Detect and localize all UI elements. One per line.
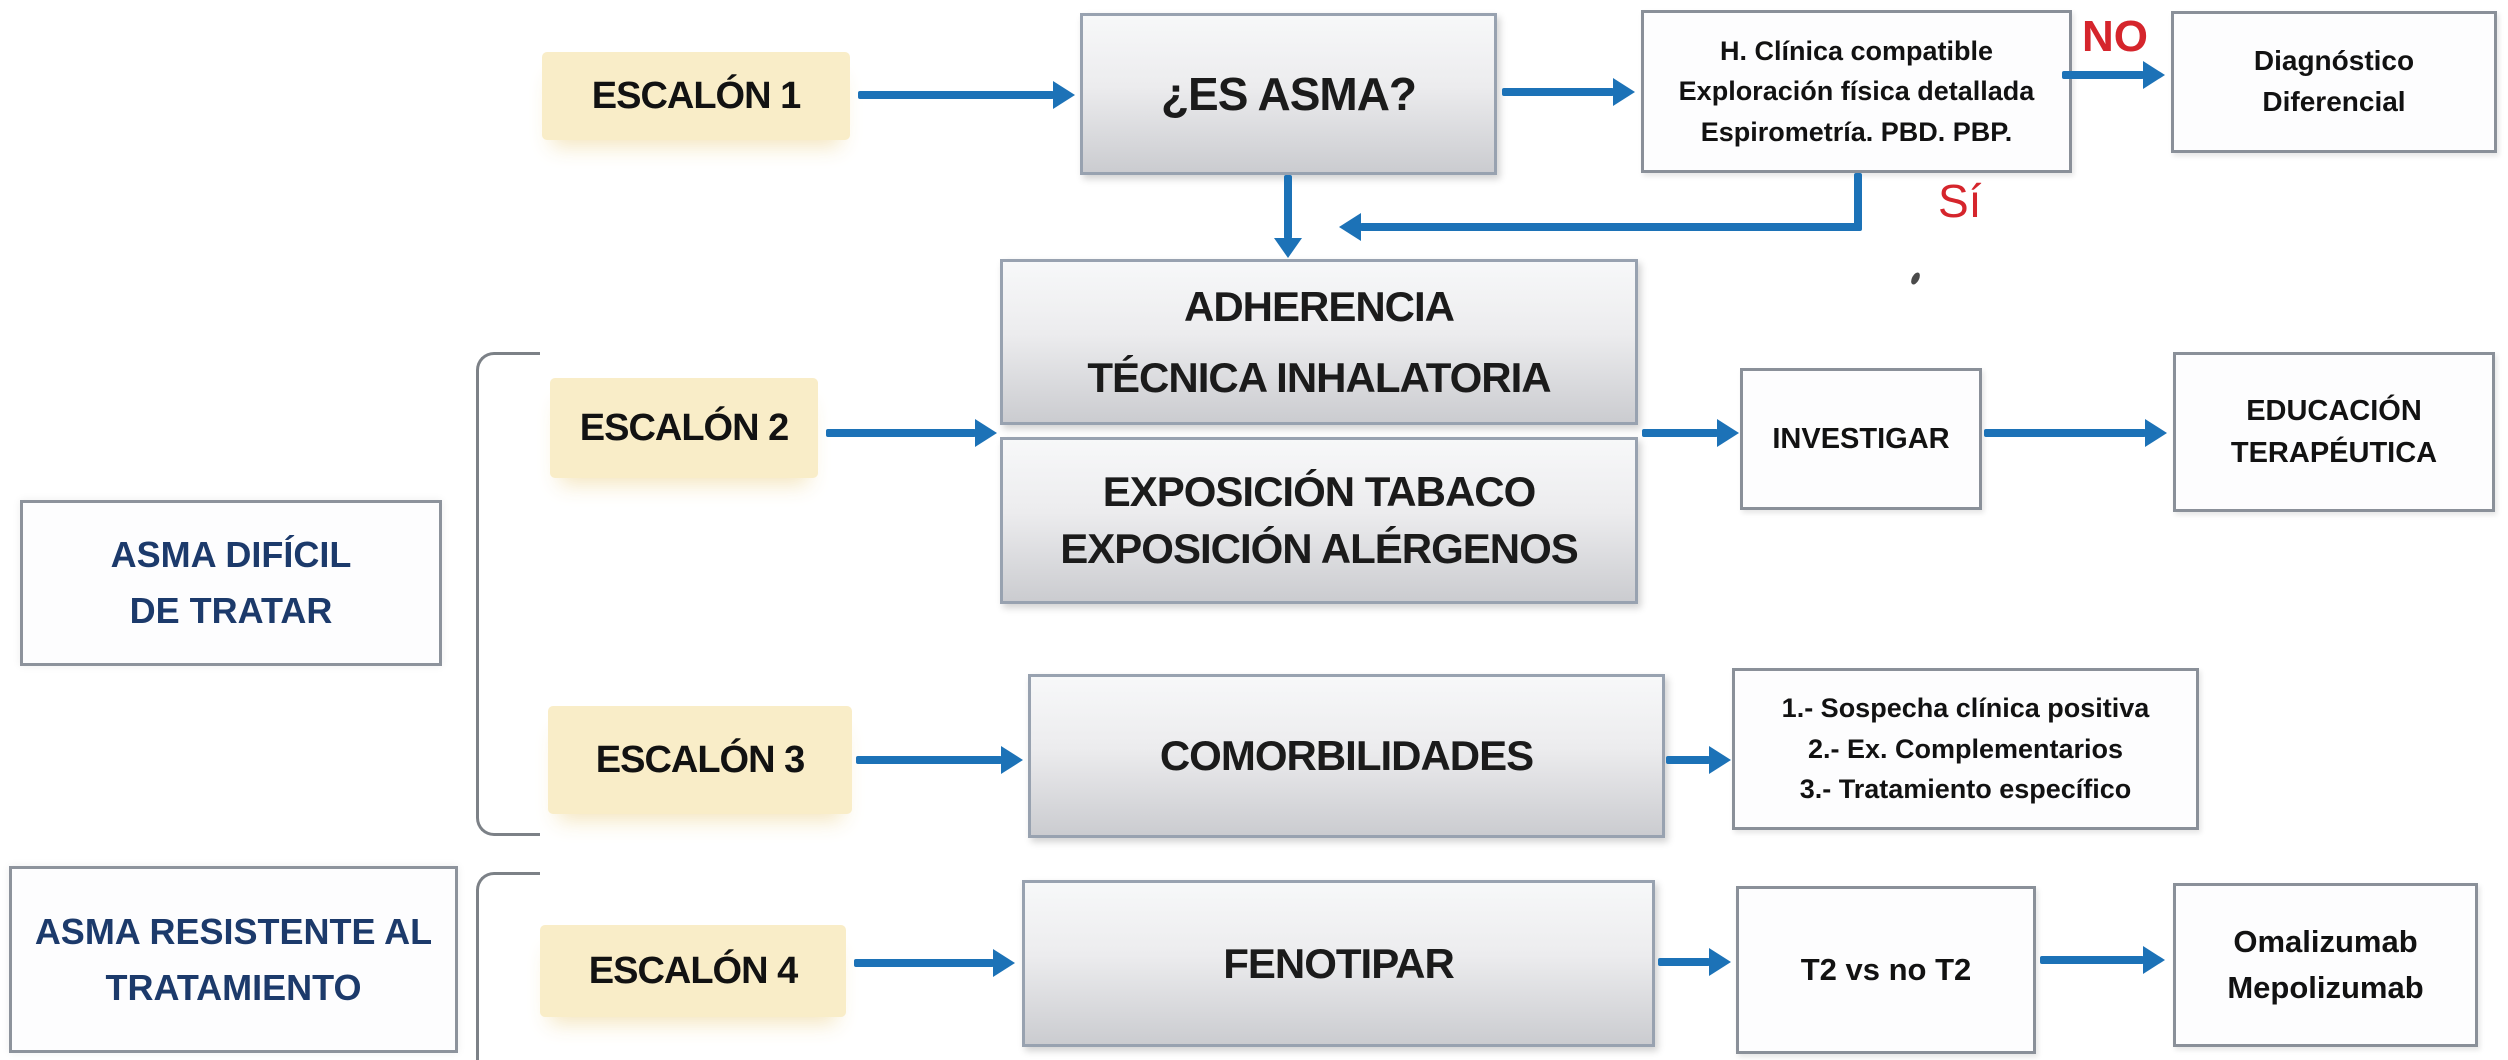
- step-label-escalon-1: ESCALÓN 1: [542, 52, 850, 140]
- arrow-escalon2-to-checks-icon: [826, 429, 976, 437]
- educacion-line-1: EDUCACIÓN: [2246, 394, 2422, 427]
- action-box-investigar: INVESTIGAR: [1740, 368, 1982, 510]
- step-label-escalon-1-text: ESCALÓN 1: [591, 74, 801, 117]
- educacion-line-2: TERAPÉUTICA: [2230, 437, 2438, 469]
- category-resistente-line-1: ASMA RESISTENTE AL: [34, 910, 433, 952]
- arrow-escalon1-to-question-icon: [858, 91, 1054, 99]
- arrow-escalon3-to-comorbilidades-icon: [856, 756, 1002, 764]
- step-label-escalon-3: ESCALÓN 3: [548, 706, 852, 814]
- adherencia-line-1: ADHERENCIA: [1183, 282, 1455, 330]
- decision-box-es-asma-text: ¿ES ASMA?: [1160, 68, 1417, 120]
- step-label-escalon-4: ESCALÓN 4: [540, 925, 846, 1017]
- arrow-fenotipar-to-t2-icon: [1658, 958, 1710, 966]
- biologics-line-1: Omalizumab: [2233, 923, 2418, 959]
- ink-speck: [1909, 271, 1922, 286]
- t2-text: T2 vs no T2: [1800, 951, 1972, 987]
- plan-line-2: 2.- Ex. Complementarios: [1807, 733, 2124, 764]
- plan-line-3: 3.- Tratamiento específico: [1799, 774, 2132, 805]
- category-resistente-line-2: TRATAMIENTO: [105, 966, 362, 1008]
- no-branch-label: NO: [2082, 12, 2148, 61]
- arrow-checks-to-investigar-icon: [1642, 429, 1718, 437]
- category-box-asma-dificil: ASMA DIFÍCIL DE TRATAR: [20, 500, 442, 666]
- category-box-asma-resistente: ASMA RESISTENTE AL TRATAMIENTO: [9, 866, 458, 1053]
- arrow-t2-to-biologics-icon: [2040, 956, 2144, 964]
- arrow-question-to-adherence-icon: [1284, 175, 1292, 239]
- comorbilidades-text: COMORBILIDADES: [1159, 732, 1534, 779]
- outcome-box-biologics: Omalizumab Mepolizumab: [2173, 883, 2478, 1047]
- step-label-escalon-4-text: ESCALÓN 4: [588, 949, 798, 992]
- criteria-line-3: Espirometría. PBD. PBP.: [1700, 116, 2013, 147]
- differential-line-1: Diagnóstico: [2253, 45, 2415, 77]
- exposicion-line-2: EXPOSICIÓN ALÉRGENOS: [1060, 524, 1579, 572]
- arrow-comorbilidades-to-plan-icon: [1666, 756, 1710, 764]
- arrow-escalon4-to-fenotipar-icon: [854, 959, 994, 967]
- exposicion-line-1: EXPOSICIÓN TABACO: [1102, 467, 1537, 515]
- differential-line-2: Diferencial: [2262, 86, 2406, 117]
- yes-branch-label: Sí: [1938, 175, 1982, 227]
- check-box-comorbilidades: COMORBILIDADES: [1028, 674, 1665, 838]
- biologics-line-2: Mepolizumab: [2227, 970, 2424, 1005]
- arrow-investigar-to-educacion-icon: [1984, 429, 2146, 437]
- step-label-escalon-3-text: ESCALÓN 3: [595, 738, 805, 781]
- adherencia-line-2: TÉCNICA INHALATORIA: [1087, 354, 1551, 401]
- arrow-no-to-differential-icon: [2062, 71, 2144, 79]
- decision-box-es-asma: ¿ES ASMA?: [1080, 13, 1497, 175]
- step-label-escalon-2: ESCALÓN 2: [550, 378, 818, 478]
- plan-line-1: 1.- Sospecha clínica positiva: [1781, 693, 2150, 724]
- criteria-line-1: H. Clínica compatible: [1719, 35, 1994, 66]
- differential-diagnosis-box: Diagnóstico Diferencial: [2171, 11, 2497, 153]
- fenotipar-text: FENOTIPAR: [1223, 939, 1455, 987]
- plan-box: 1.- Sospecha clínica positiva 2.- Ex. Co…: [1732, 668, 2199, 830]
- category-dificil-line-2: DE TRATAR: [129, 590, 333, 631]
- bracket-asma-resistente-icon: [476, 872, 540, 1060]
- criteria-box: H. Clínica compatible Exploración física…: [1641, 10, 2072, 173]
- outcome-box-educacion: EDUCACIÓN TERAPÉUTICA: [2173, 352, 2495, 512]
- check-box-exposicion: EXPOSICIÓN TABACO EXPOSICIÓN ALÉRGENOS: [1000, 437, 1638, 604]
- arrow-question-to-criteria-icon: [1502, 88, 1614, 96]
- check-box-fenotipar: FENOTIPAR: [1022, 880, 1655, 1047]
- check-box-adherencia: ADHERENCIA TÉCNICA INHALATORIA: [1000, 259, 1638, 425]
- arrow-yes-return-icon: [1360, 223, 1862, 231]
- yes-elbow-vertical-segment-icon: [1854, 173, 1862, 227]
- investigar-text: INVESTIGAR: [1772, 422, 1950, 455]
- criteria-line-2: Exploración física detallada: [1678, 76, 2035, 107]
- category-dificil-line-1: ASMA DIFÍCIL: [110, 534, 352, 576]
- action-box-t2: T2 vs no T2: [1736, 886, 2036, 1054]
- bracket-asma-dificil-icon: [476, 352, 540, 836]
- step-label-escalon-2-text: ESCALÓN 2: [579, 406, 789, 449]
